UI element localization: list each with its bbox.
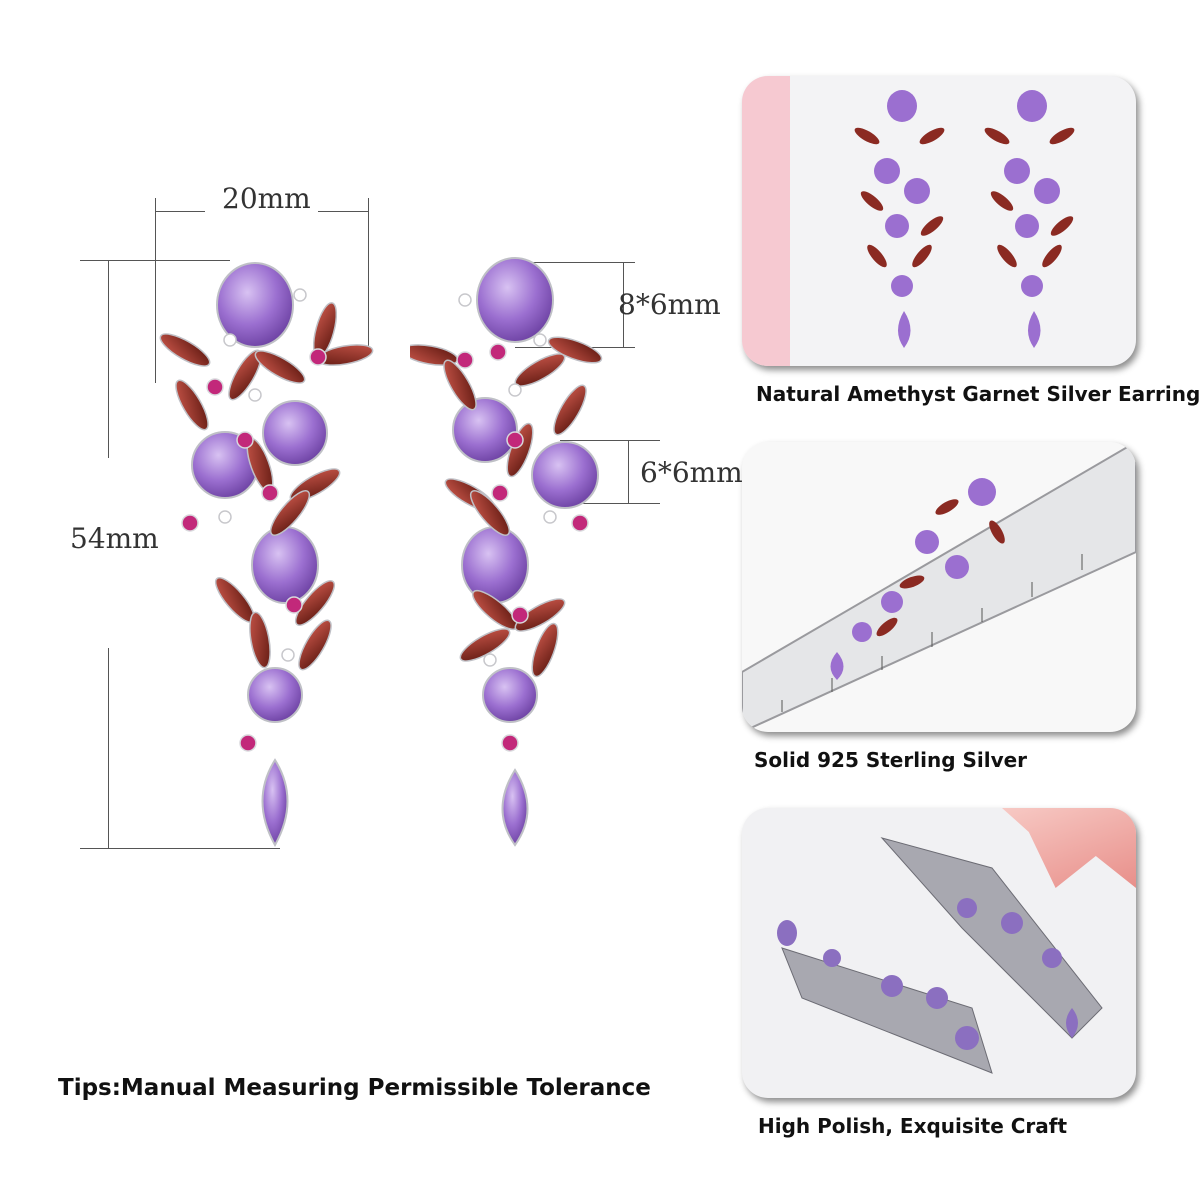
- caption-card2: Solid 925 Sterling Silver: [754, 748, 1028, 772]
- caption-card3: High Polish, Exquisite Craft: [758, 1114, 1068, 1138]
- pink-backdrop: [742, 76, 790, 366]
- width-line-left: [155, 211, 205, 212]
- width-label: 20mm: [222, 182, 311, 215]
- oval-dim-line: [623, 262, 624, 347]
- width-line-right: [318, 211, 368, 212]
- length-line-bottom: [108, 648, 109, 848]
- round-ext-bottom: [560, 503, 660, 504]
- round-label: 6*6mm: [640, 456, 743, 489]
- length-ext-top: [80, 260, 230, 261]
- earring-pair-photo: [854, 90, 1075, 348]
- length-label: 54mm: [70, 522, 159, 555]
- width-ext-left: [155, 198, 156, 383]
- photo-card-ruler[interactable]: [742, 442, 1136, 732]
- tips-text: Tips:Manual Measuring Permissible Tolera…: [58, 1075, 651, 1101]
- earring-left-image: [159, 262, 374, 848]
- photo-card-pair[interactable]: [742, 76, 1136, 366]
- ruler-photo: [742, 442, 1136, 732]
- craft-photo: [777, 837, 1103, 1074]
- oval-ext-top: [515, 262, 635, 263]
- oval-label: 8*6mm: [618, 288, 721, 321]
- length-ext-bottom: [80, 848, 280, 849]
- round-ext-top: [560, 440, 660, 441]
- earring-right-image: [410, 257, 603, 847]
- round-dim-line: [628, 440, 629, 503]
- length-line-top: [108, 260, 109, 458]
- width-ext-right: [368, 198, 369, 348]
- caption-card1: Natural Amethyst Garnet Silver Earring: [756, 382, 1200, 406]
- photo-card-craft[interactable]: [742, 808, 1136, 1098]
